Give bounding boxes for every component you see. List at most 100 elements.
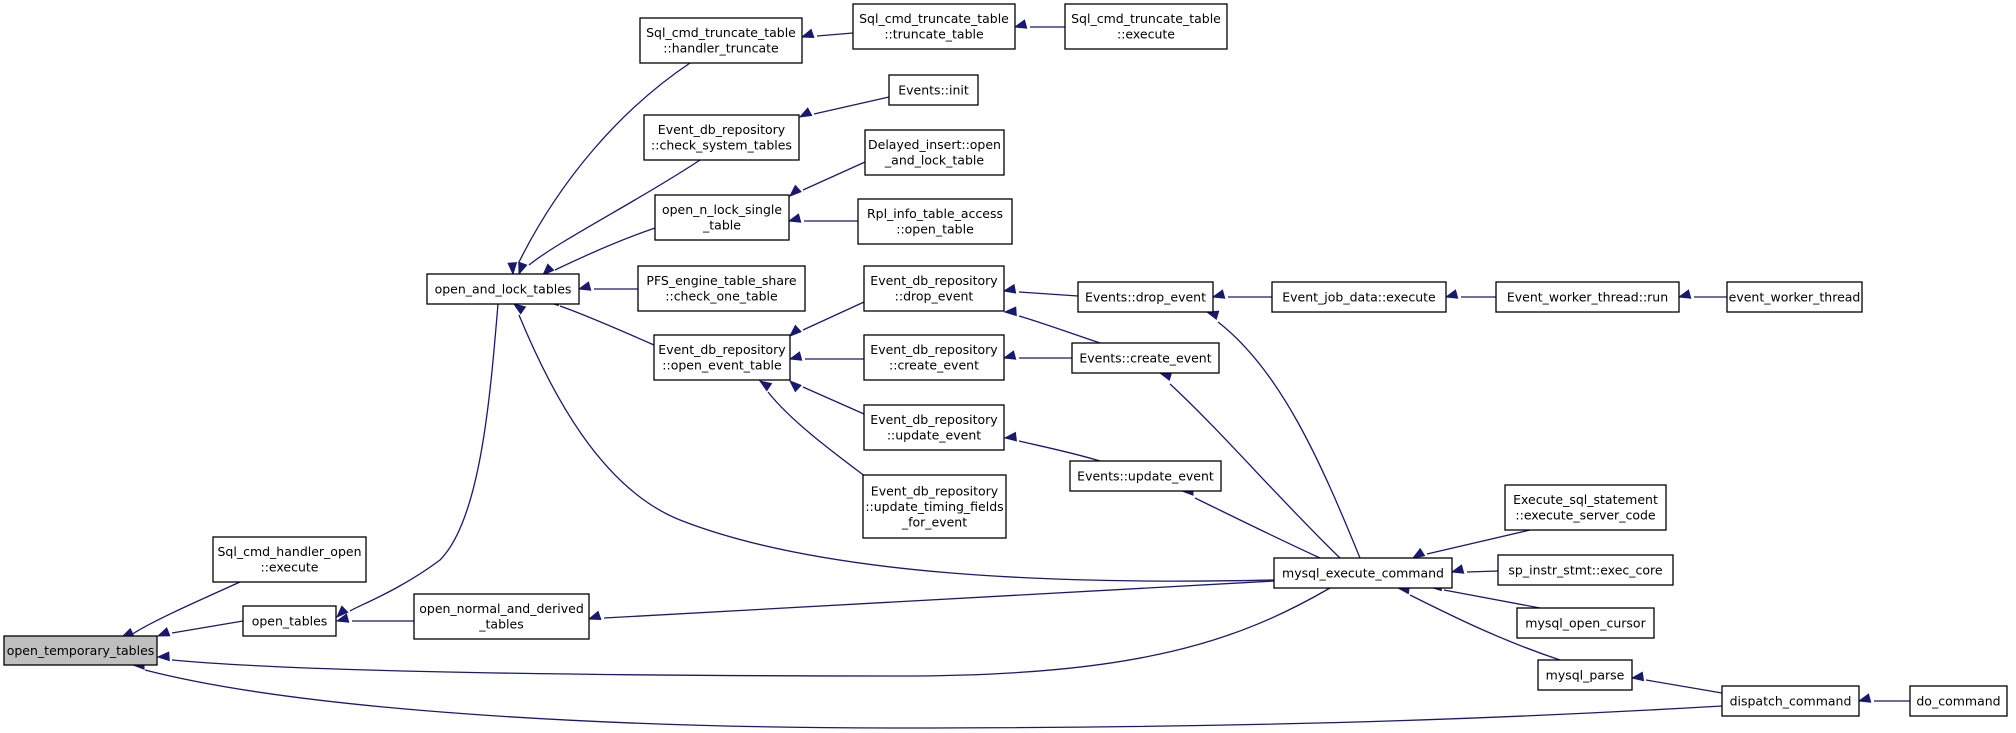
node-box: [413, 593, 590, 640]
edge-event_worker_thread-to-event_worker_thread_run: [1677, 289, 1727, 299]
edge-events_update_event-to-event_db_repository_update_event: [1003, 431, 1101, 462]
edge-line: [559, 305, 655, 346]
node-mysql_execute_command[interactable]: mysql_execute_command: [1273, 557, 1453, 589]
node-do_command[interactable]: do_command: [1909, 685, 2008, 717]
node-events_update_event[interactable]: Events::update_event: [1069, 460, 1222, 492]
node-box: [1495, 281, 1680, 313]
node-sql_cmd_truncate_table_handler_truncate[interactable]: Sql_cmd_truncate_table::handler_truncate: [639, 17, 803, 64]
edge-sql_cmd_truncate_table_handler_truncate-to-open_and_lock_tables: [507, 62, 691, 276]
node-event_worker_thread_run[interactable]: Event_worker_thread::run: [1495, 281, 1680, 313]
node-box: [643, 114, 800, 161]
node-box: [637, 265, 806, 312]
node-box: [863, 404, 1005, 451]
node-label: mysql_open_cursor: [1525, 615, 1646, 630]
node-box: [1064, 3, 1228, 50]
edge-arrowhead: [335, 613, 350, 623]
node-rpl_info_table_access_open_table[interactable]: Rpl_info_table_access::open_table: [857, 198, 1013, 245]
node-event_job_data_execute[interactable]: Event_job_data::execute: [1271, 281, 1447, 313]
node-label: ::create_event: [889, 358, 979, 373]
edge-line: [802, 301, 865, 331]
edge-arrowhead: [788, 324, 802, 337]
node-label: mysql_parse: [1546, 667, 1625, 682]
edge-arrowhead: [758, 380, 773, 392]
node-label: _for_event: [901, 514, 967, 529]
node-open_n_lock_single_table[interactable]: open_n_lock_single_table: [654, 194, 790, 241]
edge-arrowhead: [336, 605, 349, 618]
edge-mysql_execute_command-to-open_and_lock_tables: [512, 303, 1275, 582]
node-open_and_lock_tables[interactable]: open_and_lock_tables: [426, 273, 580, 305]
node-box: [1271, 281, 1447, 313]
edge-arrowhead: [587, 610, 602, 621]
node-pfs_engine_table_share_check_one_table[interactable]: PFS_engine_table_share::check_one_table: [637, 265, 806, 312]
edge-arrowhead: [577, 281, 592, 291]
node-dispatch_command[interactable]: dispatch_command: [1721, 685, 1860, 717]
node-box: [863, 334, 1005, 381]
edge-pfs_engine_table_share_check_one_table-to-open_and_lock_tables: [577, 281, 638, 291]
node-box: [852, 3, 1016, 50]
edge-line: [1426, 529, 1531, 555]
node-mysql_parse[interactable]: mysql_parse: [1537, 659, 1633, 691]
node-mysql_open_cursor[interactable]: mysql_open_cursor: [1516, 607, 1655, 639]
node-label: Execute_sql_statement: [1513, 492, 1658, 507]
node-label: ::open_table: [896, 222, 974, 237]
node-box: [426, 273, 580, 305]
node-events_init[interactable]: Events::init: [888, 74, 979, 106]
node-label: ::execute: [1117, 27, 1175, 42]
edge-arrowhead: [1013, 19, 1028, 29]
node-label: Sql_cmd_truncate_table: [859, 11, 1009, 26]
node-label: mysql_execute_command: [1282, 565, 1444, 580]
node-box: [212, 536, 367, 583]
node-event_worker_thread[interactable]: event_worker_thread: [1726, 281, 1863, 313]
edge-line: [518, 62, 691, 263]
node-label: sp_instr_stmt::exec_core: [1508, 562, 1662, 577]
edge-line: [528, 159, 701, 266]
node-open_temporary_tables[interactable]: open_temporary_tables: [3, 635, 158, 666]
node-sql_cmd_truncate_table_truncate_table[interactable]: Sql_cmd_truncate_table::truncate_table: [852, 3, 1016, 50]
edge-sql_cmd_truncate_table_execute-to-sql_cmd_truncate_table_truncate_table: [1013, 19, 1065, 29]
node-sql_cmd_handler_open_execute[interactable]: Sql_cmd_handler_open::execute: [212, 536, 367, 583]
edge-event_worker_thread_run-to-event_job_data_execute: [1444, 289, 1496, 299]
node-execute_sql_statement_execute_server_code[interactable]: Execute_sql_statement::execute_server_co…: [1504, 484, 1667, 531]
node-label: ::truncate_table: [884, 27, 984, 42]
node-label: ::execute_server_code: [1515, 508, 1656, 523]
edge-sql_cmd_truncate_table_truncate_table-to-sql_cmd_truncate_table_handler_truncate: [800, 28, 854, 39]
edge-line: [1443, 589, 1541, 609]
node-events_drop_event[interactable]: Events::drop_event: [1077, 281, 1214, 313]
node-event_db_repository_create_event[interactable]: Event_db_repository::create_event: [863, 334, 1005, 381]
edge-mysql_execute_command-to-events_drop_event: [1205, 310, 1361, 559]
node-open_normal_and_derived_tables[interactable]: open_normal_and_derived_tables: [413, 593, 590, 640]
node-event_db_repository_check_system_tables[interactable]: Event_db_repository::check_system_tables: [643, 114, 800, 161]
node-box: [864, 129, 1005, 176]
node-box: [1077, 281, 1214, 313]
edge-line: [518, 314, 1275, 582]
node-delayed_insert_open_and_lock_table[interactable]: Delayed_insert::open_and_lock_table: [864, 129, 1005, 176]
node-sp_instr_stmt_exec_core[interactable]: sp_instr_stmt::exec_core: [1497, 554, 1674, 586]
edge-mysql_execute_command-to-events_update_event: [1180, 486, 1321, 559]
edge-line: [816, 32, 854, 37]
node-event_db_repository_update_event[interactable]: Event_db_repository::update_event: [863, 404, 1005, 451]
node-label: Delayed_insert::open: [868, 137, 1001, 152]
edge-line: [1194, 497, 1321, 559]
node-event_db_repository_drop_event[interactable]: Event_db_repository::drop_event: [863, 265, 1005, 312]
node-label: _table: [702, 218, 741, 233]
node-event_db_repository_update_timing_fields_for_event[interactable]: Event_db_repository::update_timing_field…: [862, 474, 1007, 539]
node-box: [1071, 342, 1220, 374]
edge-do_command-to-dispatch_command: [1857, 693, 1910, 703]
edge-event_db_repository_check_system_tables-to-open_and_lock_tables: [518, 159, 701, 276]
node-event_db_repository_open_event_table[interactable]: Event_db_repository::open_event_table: [653, 334, 791, 381]
edge-event_db_repository_update_timing_fields_for_event-to-event_db_repository_open_event_table: [758, 380, 871, 481]
node-label: ::update_timing_fields: [865, 499, 1003, 514]
node-label: Rpl_info_table_access: [867, 206, 1003, 221]
node-label: Event_db_repository: [870, 412, 998, 427]
node-open_tables[interactable]: open_tables: [242, 605, 337, 637]
edge-events_create_event-to-event_db_repository_drop_event: [1003, 306, 1101, 344]
node-label: open_and_lock_tables: [435, 281, 572, 296]
node-box: [1516, 607, 1655, 639]
node-events_create_event[interactable]: Events::create_event: [1071, 342, 1220, 374]
edge-arrowhead: [788, 351, 803, 361]
edge-open_n_lock_single_table-to-open_and_lock_tables: [542, 227, 656, 276]
node-label: Event_db_repository: [871, 483, 999, 498]
edge-line: [1217, 321, 1361, 559]
node-sql_cmd_truncate_table_execute[interactable]: Sql_cmd_truncate_table::execute: [1064, 3, 1228, 50]
edge-line: [603, 580, 1275, 619]
